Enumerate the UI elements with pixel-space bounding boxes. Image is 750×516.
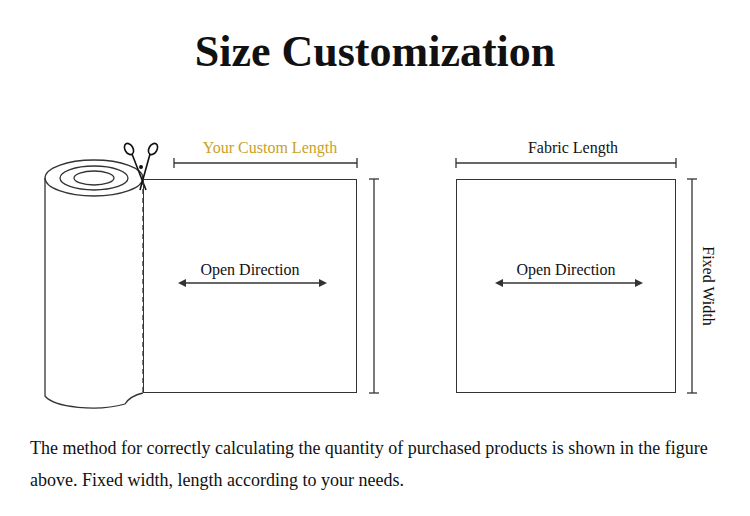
direction-arrow (143, 179, 357, 393)
roll-layer (60, 166, 128, 190)
dimension-line (174, 158, 357, 168)
dimension-line (687, 179, 697, 393)
caption-text: The method for correctly calculating the… (30, 432, 730, 496)
arrow-shaft (497, 282, 641, 283)
page-title: Size Customization (0, 26, 750, 77)
roll-end (45, 160, 143, 196)
dimension-label: Fixed Width (699, 246, 717, 326)
arrow-shaft (180, 282, 325, 283)
scissors-icon (123, 142, 160, 190)
arrow-head (495, 279, 503, 287)
arrow-head (635, 279, 643, 287)
arrow-head (319, 279, 327, 287)
direction-label: Open Direction (198, 261, 301, 279)
arrow-head (178, 279, 186, 287)
fabric-panel: Open Direction (143, 179, 357, 393)
dimension-line (456, 158, 676, 168)
dimension-label: Fabric Length (528, 139, 618, 157)
dimension-line (369, 179, 379, 393)
fabric-panel: Open Direction (456, 179, 676, 393)
dimension-label: Your Custom Length (203, 139, 337, 157)
fabric-roll (45, 178, 143, 408)
roll-core (74, 171, 114, 185)
direction-arrow (456, 179, 676, 393)
direction-label: Open Direction (514, 261, 617, 279)
